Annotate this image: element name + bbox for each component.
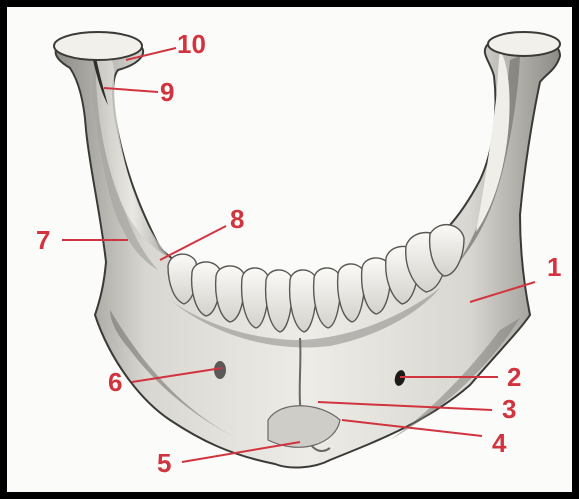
label-5: 5 [157,448,171,478]
mandible-body [56,34,560,468]
label-7: 7 [36,225,50,255]
label-8: 8 [230,204,244,234]
label-4: 4 [492,428,507,458]
label-6: 6 [108,367,122,397]
label-9: 9 [160,77,174,107]
label-1: 1 [547,252,561,282]
leader-8 [160,226,226,260]
left-condyle [54,32,142,60]
label-10: 10 [177,29,206,59]
right-condyle [488,32,560,56]
label-3: 3 [502,394,516,424]
label-2: 2 [507,362,521,392]
mental-foramen-left [214,361,226,379]
